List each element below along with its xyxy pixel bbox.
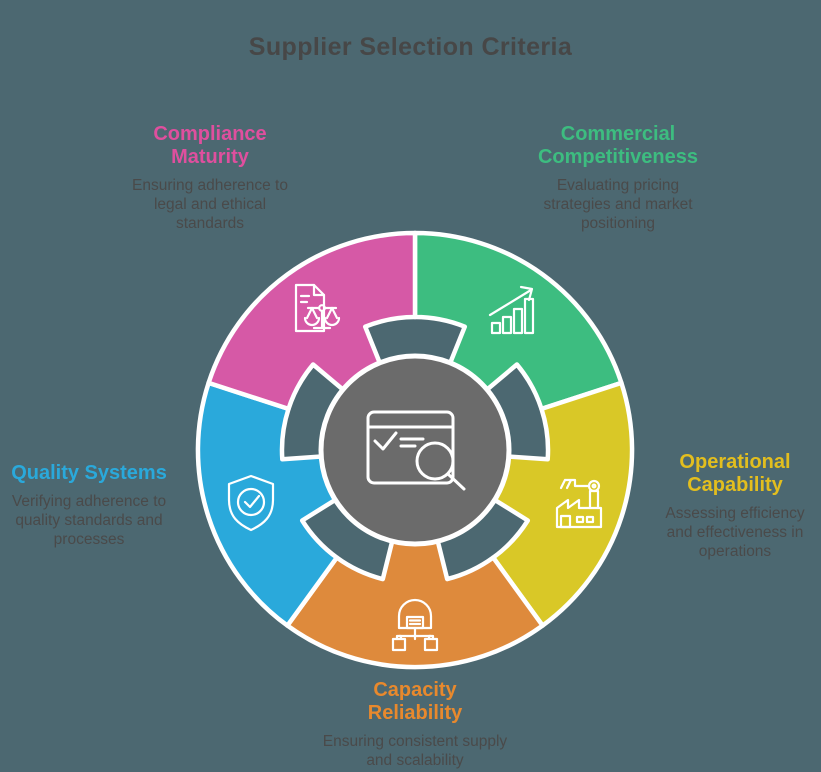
center-hub (318, 353, 512, 547)
growth-chart-icon (488, 285, 535, 335)
label-block-commercial: Commercial Competitiveness Evaluating pr… (508, 123, 728, 233)
label-block-quality: Quality Systems Verifying adherence to q… (3, 462, 175, 549)
page-title: Supplier Selection Criteria (248, 33, 573, 61)
segment-description-capacity: Ensuring consistent supply and scalabili… (322, 733, 508, 769)
factory-robot-icon (555, 478, 603, 529)
segment-description-commercial: Evaluating pricing strategies and market… (543, 177, 693, 232)
warehouse-distribution-icon (391, 598, 439, 652)
segment-label-operational: Operational Capability (679, 451, 791, 496)
segment-label-compliance: Compliance Maturity (153, 123, 267, 168)
label-block-operational: Operational Capability Assessing efficie… (655, 451, 815, 561)
label-block-capacity: Capacity Reliability Ensuring consistent… (315, 679, 515, 770)
segment-description-operational: Assessing efficiency and effectiveness i… (665, 505, 805, 560)
donut-chart (195, 230, 635, 670)
segment-quality (195, 380, 340, 628)
segment-compliance (206, 230, 418, 412)
segment-label-quality: Quality Systems (11, 462, 167, 484)
segment-description-compliance: Ensuring adherence to legal and ethical … (132, 177, 288, 232)
audit-browser-search-icon (366, 410, 466, 491)
document-scales-icon (294, 283, 341, 333)
segment-description-quality: Verifying adherence to quality standards… (11, 493, 167, 548)
label-block-compliance: Compliance Maturity Ensuring adherence t… (100, 123, 320, 233)
segment-label-capacity: Capacity Reliability (367, 679, 463, 724)
segment-label-commercial: Commercial Competitiveness (537, 123, 699, 168)
shield-check-icon (227, 474, 275, 532)
